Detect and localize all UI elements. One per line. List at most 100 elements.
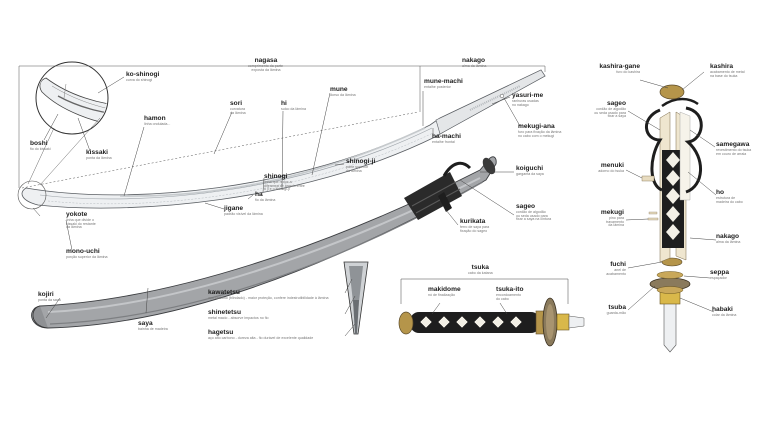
term-kissaki: kissaki	[86, 149, 108, 156]
label-kawatetsu: kawatetsu aço carbono (blindado) - maior…	[208, 289, 329, 301]
desc-ko-shinogi: curva do shinogi	[126, 77, 153, 82]
desc-kawatetsu: aço carbono (blindado) - maior proteção,…	[208, 295, 329, 300]
blade	[17, 69, 546, 210]
label-nakago: nakago alma da lâmina	[462, 57, 487, 69]
desc-samegawa: revestimento do tsuka em couro de arraia	[716, 147, 752, 156]
label-fuchi: fuchi anel de acabamento	[606, 261, 626, 276]
desc-boshi: fio do kissaki	[30, 146, 51, 151]
term-ho: ho	[716, 189, 725, 196]
term-tsuka: tsuka	[471, 264, 489, 271]
habaki-part	[659, 291, 681, 305]
term-makidome: makidome	[428, 286, 461, 293]
term-hamon: hamon	[144, 115, 166, 122]
desc-ha-machi: entalhe frontal	[432, 139, 455, 144]
desc-nakago: alma da lâmina	[462, 63, 487, 68]
label-yokote: yokote linha que divide o kissaki do res…	[66, 211, 96, 230]
label-nagasa: nagasa comprimento da parte exposta da l…	[248, 57, 284, 72]
blade-hi-groove	[119, 127, 426, 197]
term-yasuri-me: yasuri-me	[512, 92, 544, 99]
label-nakago-right: nakago alma da lâmina	[716, 233, 741, 245]
desc-habaki: colar da lâmina	[712, 312, 737, 317]
saya-scabbard	[31, 156, 497, 329]
term-tsuba: tsuba	[608, 304, 626, 311]
desc-mono-uchi: porção superior da lâmina	[66, 254, 108, 259]
term-koiguchi: koiguchi	[516, 165, 544, 172]
term-sori: sori	[230, 100, 243, 107]
desc-ha: fio da lâmina	[255, 197, 276, 202]
mekugi-part	[647, 217, 659, 221]
label-ha: ha fio da lâmina	[255, 191, 276, 203]
desc-hi: sulco da lâmina	[281, 106, 306, 111]
label-kissaki: kissaki ponta da lâmina	[86, 149, 112, 161]
label-tsuka: tsuka cabo da katana	[468, 264, 493, 276]
desc-ho: estrutura de madeira do cabo	[716, 195, 743, 204]
label-jigane: jigane padrão visível da lâmina	[224, 205, 263, 217]
term-nakago-right: nakago	[716, 233, 740, 240]
desc-tsuka-ito: encordoamento do cabo	[496, 292, 521, 301]
kissaki-magnified	[27, 61, 109, 186]
desc-nagasa: comprimento da parte exposta da lâmina	[248, 63, 283, 72]
desc-kashira-gane: furo do kashira	[616, 69, 640, 74]
term-jigane: jigane	[224, 205, 244, 212]
label-tsuka-ito: tsuka-ito encordoamento do cabo	[496, 286, 524, 301]
label-sori: sori curvatura da lâmina	[230, 100, 246, 115]
label-boshi: boshi fio do kissaki	[30, 140, 51, 152]
blade-cross-section	[343, 261, 369, 335]
term-kashira-gane: kashira-gane	[599, 63, 640, 70]
desc-mune: dorso da lâmina	[330, 92, 356, 97]
label-shinetetsu: shinetetsu metal macio - absorve impacto…	[208, 309, 269, 321]
label-kurikata: kurikata ferro de saya para fixação do s…	[460, 218, 489, 233]
term-mekugi: mekugi	[600, 209, 624, 216]
label-hi: hi sulco da lâmina	[281, 100, 306, 112]
desc-shinogi-ji: parte superior da lâmina	[346, 164, 369, 173]
desc-nakago-right: alma da lâmina	[716, 239, 741, 244]
label-samegawa: samegawa revestimento do tsuka em couro …	[716, 141, 752, 156]
tsuka-handle	[398, 297, 585, 347]
term-shinetetsu: shinetetsu	[208, 309, 241, 316]
desc-mekugi-ana: furo para fixação da lâmina no cabo com …	[518, 129, 562, 138]
label-hamon: hamon linha ondulada...	[144, 115, 171, 127]
kashira-part	[659, 84, 685, 100]
desc-saya: bainha de madeira	[138, 326, 168, 331]
blade-hamon-line	[47, 132, 434, 205]
label-sageo-right: sageo cordão de algodão ou seda usado pa…	[594, 100, 626, 119]
label-mune-machi: mune-machi entalhe posterior	[424, 78, 463, 90]
desc-seppa: espaçador	[710, 275, 727, 280]
desc-kissaki: ponta da lâmina	[86, 155, 112, 160]
term-hi: hi	[281, 100, 287, 107]
yasuri-me-file-marks	[469, 85, 521, 111]
label-hagetsu: hagetsu aço alto carbono - dureza alta -…	[208, 329, 313, 341]
term-sageo-right: sageo	[606, 100, 626, 107]
label-mekugi: mekugi pino para travamento da lâmina	[600, 209, 624, 228]
term-ko-shinogi: ko-shinogi	[126, 71, 160, 78]
term-mekugi-ana: mekugi-ana	[518, 123, 555, 130]
term-tsuka-ito: tsuka-ito	[496, 286, 524, 293]
desc-jigane: padrão visível da lâmina	[224, 211, 263, 216]
nagasa-dimension	[18, 65, 546, 189]
desc-mekugi: pino para travamento da lâmina	[606, 215, 624, 228]
desc-kojiri: ponta da saya	[38, 297, 61, 302]
term-kojiri: kojiri	[38, 291, 54, 298]
habaki-collar	[556, 313, 570, 331]
samegawa-panel	[679, 111, 691, 201]
label-ho: ho estrutura de madeira do cabo	[716, 189, 743, 204]
term-nagasa: nagasa	[254, 57, 278, 64]
label-tsuba: tsuba guarda-mão	[607, 304, 626, 316]
menuki-part	[641, 175, 655, 182]
term-yokote: yokote	[66, 211, 88, 218]
term-boshi: boshi	[30, 140, 48, 147]
nakago-tang	[435, 69, 546, 135]
koiguchi-mouth	[482, 157, 496, 175]
desc-yokote: linha que divide o kissaki do restante d…	[66, 217, 96, 230]
term-mono-uchi: mono-uchi	[66, 248, 100, 255]
term-saya: saya	[138, 320, 153, 327]
label-seppa: seppa espaçador	[710, 269, 729, 281]
term-kashira: kashira	[710, 63, 734, 70]
term-hagetsu: hagetsu	[208, 329, 234, 336]
kurikata-knob	[438, 192, 452, 212]
desc-menuki: adorno do tsuka	[598, 168, 624, 173]
label-mekugi-ana: mekugi-ana furo para fixação da lâmina n…	[518, 123, 562, 138]
desc-hamon: linha ondulada...	[144, 121, 171, 126]
desc-koiguchi: garganta da saya	[516, 171, 544, 176]
desc-sageo-right: cordão de algodão ou seda usado para fix…	[594, 106, 626, 119]
